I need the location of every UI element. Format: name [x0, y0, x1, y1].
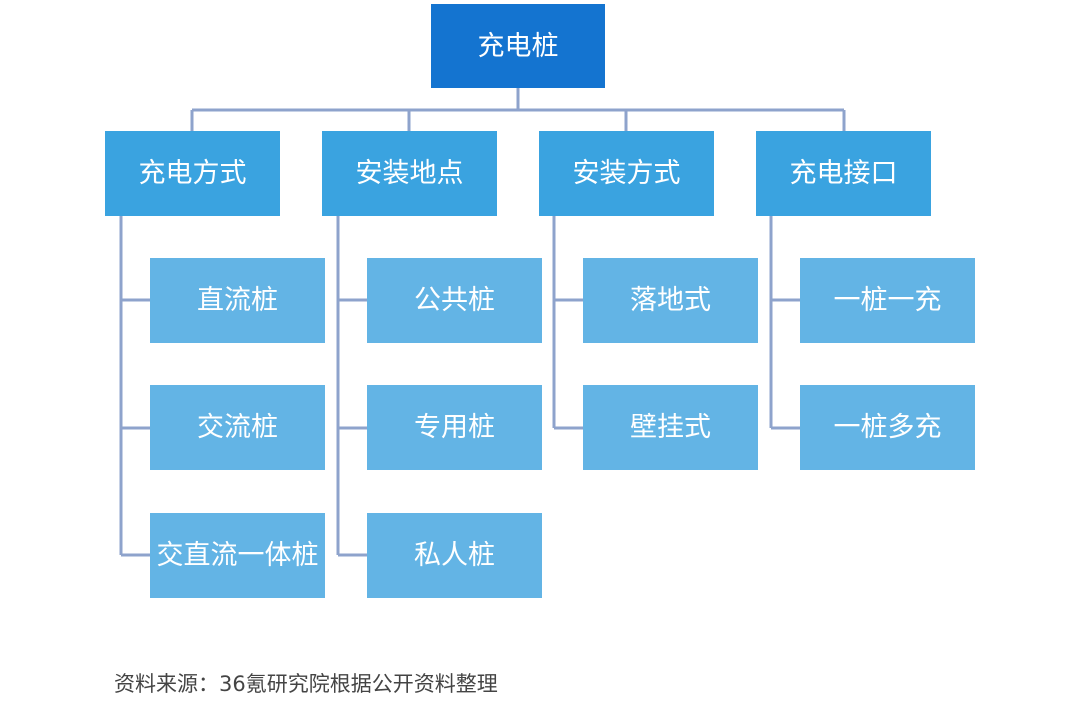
leaf-node: 交直流一体桩: [150, 513, 325, 598]
leaf-node: 直流桩: [150, 258, 325, 343]
root-label: 充电桩: [477, 30, 559, 62]
leaf-label: 交流桩: [197, 412, 278, 443]
leaf-label: 一桩一充: [833, 285, 942, 316]
category-node-install-location: 安装地点: [322, 131, 497, 216]
source-note: 资料来源：36氪研究院根据公开资料整理: [114, 672, 498, 696]
leaf-node: 落地式: [583, 258, 758, 343]
leaf-label: 落地式: [630, 285, 711, 316]
category-label: 安装地点: [355, 158, 464, 189]
leaf-node: 壁挂式: [583, 385, 758, 470]
leaf-node: 公共桩: [367, 258, 542, 343]
leaf-label: 交直流一体桩: [156, 540, 319, 571]
leaf-label: 专用桩: [414, 412, 495, 443]
leaf-node: 交流桩: [150, 385, 325, 470]
category-node-charging-method: 充电方式: [105, 131, 280, 216]
leaf-label: 一桩多充: [833, 412, 942, 443]
category-label: 安装方式: [572, 158, 681, 189]
category-label: 充电接口: [789, 158, 898, 189]
leaf-node: 私人桩: [367, 513, 542, 598]
leaf-node: 一桩一充: [800, 258, 975, 343]
category-node-charging-interface: 充电接口: [756, 131, 931, 216]
leaf-node: 专用桩: [367, 385, 542, 470]
leaf-label: 壁挂式: [630, 412, 711, 443]
category-label: 充电方式: [138, 158, 247, 189]
leaf-node: 一桩多充: [800, 385, 975, 470]
leaf-label: 直流桩: [197, 285, 278, 316]
category-node-install-method: 安装方式: [539, 131, 714, 216]
leaf-label: 私人桩: [414, 540, 495, 571]
root-node: 充电桩: [431, 4, 605, 88]
leaf-label: 公共桩: [414, 285, 495, 316]
